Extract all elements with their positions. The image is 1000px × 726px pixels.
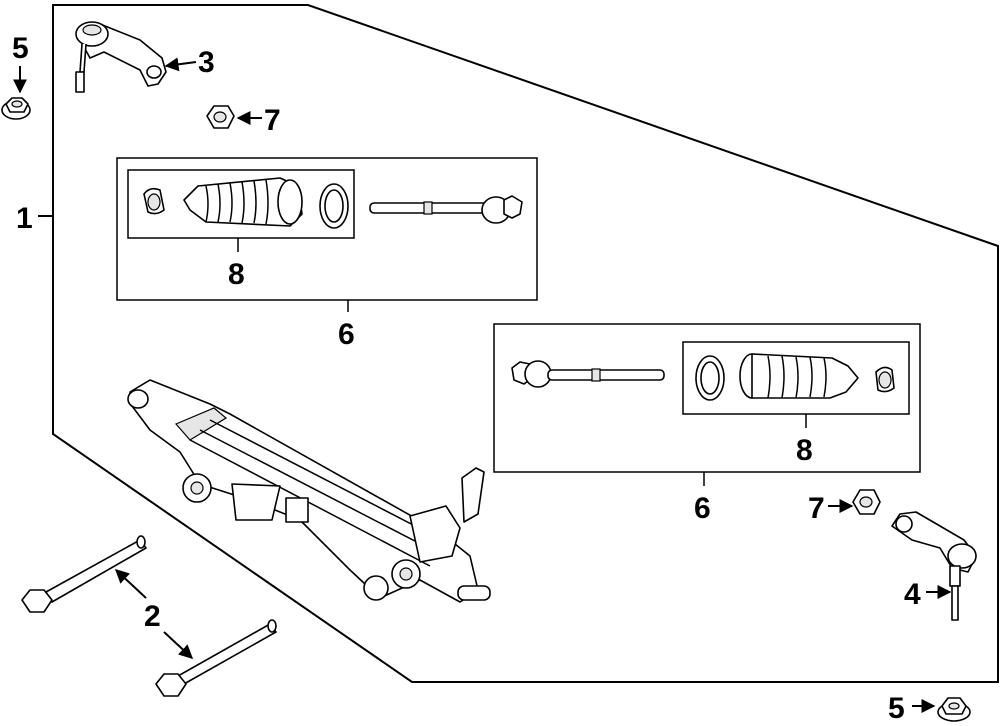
callout-1: 1 (16, 202, 33, 235)
outer-tie-rod-end-icon (75, 21, 167, 93)
kit-box-8-left (127, 169, 355, 239)
callout-3: 3 (198, 46, 215, 79)
callout-4: 4 (904, 578, 921, 611)
callout-6-left: 6 (338, 318, 355, 351)
boot-clamp-ring-icon (319, 183, 349, 229)
rack-boot-right-icon (739, 353, 859, 399)
mounting-bolt-upper-icon (21, 535, 147, 613)
outer-tie-rod-end-right-icon (891, 511, 977, 621)
callout-7-right: 7 (808, 492, 825, 525)
rack-boot-icon (183, 177, 303, 227)
inner-tie-rod-right-icon (511, 360, 665, 388)
leader-2-upper (114, 569, 147, 599)
inner-tie-rod-icon (369, 195, 523, 224)
mounting-bolt-lower-icon (155, 619, 277, 697)
leader-3 (164, 57, 197, 72)
boot-clamp-small-right-icon (875, 366, 895, 393)
callout-5-top: 5 (12, 32, 29, 65)
callout-8-right: 8 (796, 434, 813, 467)
flange-nut-bottom-icon (937, 697, 971, 722)
assembly-outline (52, 4, 999, 683)
callout-6-right: 6 (694, 492, 711, 525)
callout-7-top: 7 (264, 104, 281, 137)
boot-clamp-ring-right-icon (695, 355, 725, 401)
kit-box-8-right (682, 341, 910, 415)
kit-box-6-left (116, 157, 538, 301)
flange-nut-icon (1, 97, 31, 120)
callout-2: 2 (144, 600, 161, 633)
boot-clamp-small-icon (143, 187, 165, 215)
leader-2-lower (163, 631, 194, 659)
callout-8-left: 8 (228, 258, 245, 291)
hex-nut-icon (206, 105, 235, 129)
callout-5-bottom: 5 (888, 692, 905, 725)
hex-nut-right-icon (852, 489, 881, 515)
steering-rack-icon (127, 379, 491, 603)
kit-box-6-right (493, 323, 921, 473)
